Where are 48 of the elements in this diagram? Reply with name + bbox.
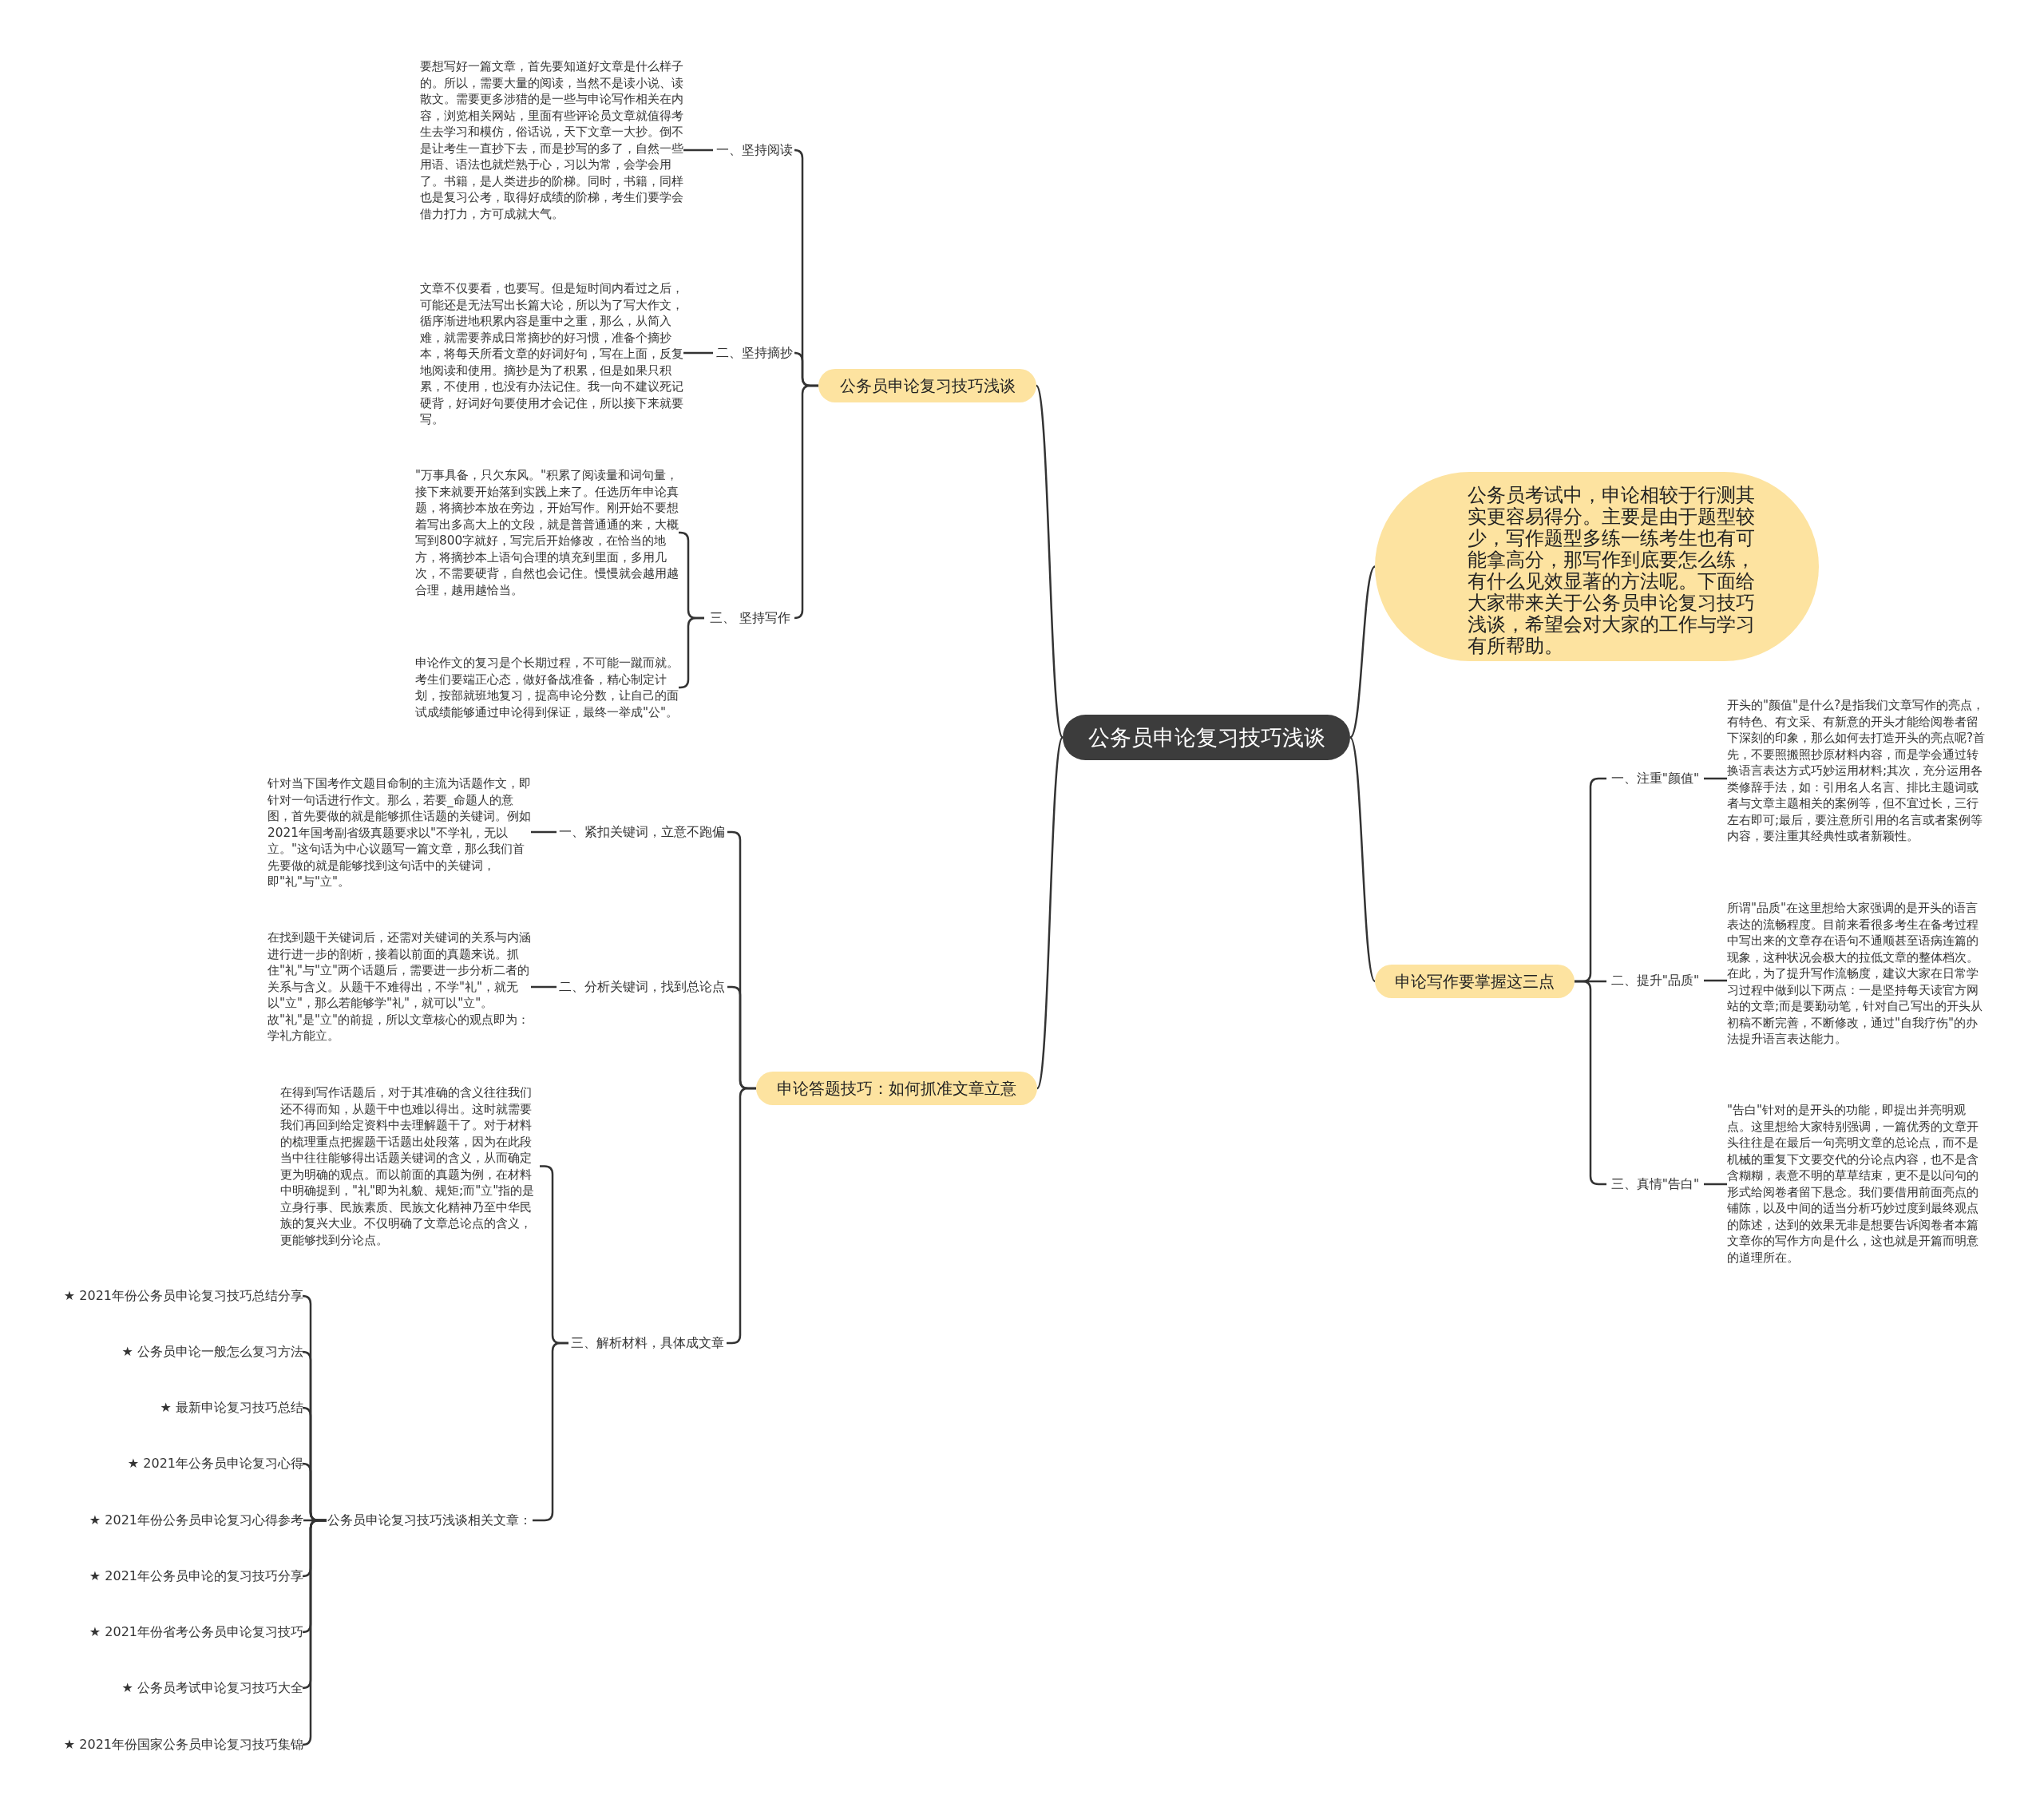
connector-line — [1035, 385, 1064, 738]
related-article-title: ★ 公务员申论一般怎么复习方法 — [32, 1343, 303, 1361]
paragraph-text: 所谓"品质"在这里想给大家强调的是开头的语言表达的流畅程度。目前来看很多考生在备考过程中写出来的文章存在语句不通顺甚至语病连篇的现象，这种状况会极大的拉低文章的整体档次。在此，为了提升写作流畅度，建议大家在日常学习过程中做到以下两点：一是坚持每天读官方网站的文章;而是要勤动笔，针对自己写出的开头从初稿不断完善，不断修改，通过"自我疗伤"的办法提升语言表达能力。 — [1727, 900, 1989, 1048]
connector-line — [1349, 565, 1376, 739]
subtopic-label: 三、 坚持写作 — [704, 609, 796, 627]
related-article-title: ★ 公务员考试申论复习技巧大全 — [32, 1679, 303, 1697]
branch-topic-pill: 申论答题技巧：如何抓准文章立意 — [756, 1072, 1037, 1105]
branch-topic-pill: 申论写作要掌握这三点 — [1375, 965, 1575, 998]
paragraph-text: 申论作文的复习是个长期过程，不可能一蹴而就。考生们要端正心态，做好备战准备，精心制定计划，按部就班地复习，提高申论分数，让自己的面试成绩能够通过申论得到保证，最终一举成"公"。 — [415, 655, 679, 720]
paragraph-text: "告白"针对的是开头的功能，即提出并亮明观点。这里想给大家特别强调，一篇优秀的文章开头往往是在最后一句亮明文章的总论点，而不是机械的重复下文要交代的分论点内容，也不是含含糊糊，表意不明的草草结束，更不是以问句的形式给阅卷者留下悬念。我们要借用前面亮点的铺陈，以及中间的适当分析巧妙过度到最终观点的陈述，达到的效果无非是想要告诉阅卷者本篇文章你的写作方向是什么，这也就是开篇而明意的道理所在。 — [1727, 1102, 1989, 1266]
connector-line — [1704, 979, 1727, 982]
related-article-title: ★ 2021年份公务员申论复习技巧总结分享 — [32, 1287, 303, 1305]
paragraph-text: 针对当下国考作文题目命制的主流为话题作文，即针对一句话进行作文。那么，若要_命题人的意图，首先要做的就是能够抓住话题的关键词。例如2021年国考副省级真题要求以"不学礼，无以立。"这句话为中心议题写一篇文章，那么我们首先要做的就是能够找到这句话中的关键词，即"礼"与"立"。 — [267, 775, 531, 890]
intro-bubble: 公务员考试中，申论相较于行测其实更容易得分。主要是由于题型较少，写作题型多练一练考生也有可能拿高分，那写作到底要怎么练，有什么见效显著的方法呢。下面给大家带来关于公务员申论复习技巧浅谈，希望会对大家的工作与学习有所帮助。 — [1375, 472, 1819, 661]
connector-line — [1036, 737, 1064, 1089]
paragraph-text: 要想写好一篇文章，首先要知道好文章是什么样子的。所以，需要大量的阅读，当然不是读小说、读散文。需要更多涉猎的是一些与申论写作相关在内容，浏览相关网站，里面有些评论员文章就值得考生去学习和模仿，俗话说，天下文章一大抄。倒不是让考生一直抄下去，而是抄写的多了，自然一些用语、语法也就烂熟于心，习以为常，会学会用了。书籍，是人类进步的阶梯。同时，书籍，同样也是复习公考，取得好成绩的阶梯，考生们要学会借力打力，方可成就大气。 — [420, 58, 683, 222]
subtopic-label: 二、坚持摘抄 — [713, 344, 796, 362]
related-article-title: ★ 2021年公务员申论复习心得 — [32, 1455, 303, 1472]
connector-line — [531, 830, 557, 834]
subtopic-label: 一、紧扣关键词，立意不跑偏 — [557, 823, 727, 841]
subtopic-label: 二、分析关键词，找到总论点 — [557, 978, 727, 996]
connector-line — [531, 985, 557, 989]
subtopic-label: 三、真情"告白" — [1606, 1175, 1704, 1193]
related-article-title: ★ 最新申论复习技巧总结 — [32, 1399, 303, 1417]
connector-line — [301, 1519, 327, 1746]
paragraph-text: 在找到题干关键词后，还需对关键词的关系与内涵进行进一步的剖析，接着以前面的真题来说。抓住"礼"与"立"两个话题后，需要进一步分析二者的关系与含义。从题干不难得出，不学"礼"，就无以"立"，那么若能够学"礼"，就可以"立"。故"礼"是"立"的前提，所以文章核心的观点即为：学礼方能立。 — [267, 929, 531, 1044]
paragraph-text: 在得到写作话题后，对于其准确的含义往往我们还不得而知，从题干中也难以得出。这时就需要我们再回到给定资料中去理解题干了。对于材料的梳理重点把握题干话题出处段落，因为在此段当中往往能够得出话题关键词的含义，从而确定更为明确的观点。而以前面的真题为例，在材料中明确提到，"礼"即为礼貌、规矩;而"立"指的是立身行事、民族素质、民族文化精神乃至中华民族的复兴大业。不仅明确了文章总论点的含义，更能够找到分论点。 — [280, 1084, 540, 1248]
subtopic-label: 一、注重"颜值" — [1606, 770, 1704, 787]
related-article-title: ★ 2021年份省考公务员申论复习技巧 — [32, 1623, 303, 1641]
related-article-title: ★ 2021年份国家公务员申论复习技巧集锦 — [32, 1736, 303, 1754]
paragraph-text: "万事具备，只欠东风。"积累了阅读量和词句量，接下来就要开始落到实践上来了。任选历年申论真题，将摘抄本放在旁边，开始写作。刚开始不要想着写出多高大上的文段，就是普普通通的来，大概写到800字就好，写完后开始修改，在恰当的地方，将摘抄本上语句合理的填充到里面，多用几次，不需要硬背，自然也会记住。慢慢就会越用越合理，越用越恰当。 — [415, 467, 679, 598]
connector-line — [1704, 777, 1727, 780]
branch-topic-pill: 公务员申论复习技巧浅谈 — [818, 369, 1036, 402]
subtopic-label: 二、提升"品质" — [1606, 972, 1704, 989]
subtopic-label: 一、坚持阅读 — [713, 141, 796, 159]
paragraph-text: 文章不仅要看，也要写。但是短时间内看过之后，可能还是无法写出长篇大论，所以为了写大作文，循序渐进地积累内容是重中之重，那么，从简入难，就需要养成日常摘抄的好习惯，准备个摘抄本，将每天所看文章的好词好句，写在上面，反复地阅读和使用。摘抄是为了积累，但是如果只积累，不使用，也没有办法记住。我一向不建议死记硬背，好词好句要使用才会记住，所以接下来就要写。 — [420, 280, 683, 428]
connector-line — [1704, 1183, 1727, 1186]
subtopic-label: 三、解析材料，具体成文章 — [568, 1334, 727, 1352]
central-topic-pill: 公务员申论复习技巧浅谈 — [1063, 715, 1350, 760]
connector-line — [793, 384, 818, 620]
connector-line — [1349, 736, 1377, 982]
connector-line — [683, 149, 713, 152]
connector-line — [683, 351, 713, 355]
subtopic-label: 公务员申论复习技巧浅谈相关文章： — [327, 1512, 533, 1529]
paragraph-text: 开头的"颜值"是什么?是指我们文章写作的亮点，有特色、有文采、有新意的开头才能给阅卷者留下深刻的印象，那么如何去打造开头的亮点呢?首先，不要照搬照抄原材料内容，而是学会通过转换语言表达方式巧妙运用材料;其次，充分运用各类修辞手法，如：引用名人名言、排比主题词或者与文章主题相关的案例等，但不宜过长，三行左右即可;最后，要注意所引用的名言或者案例等内容，要注重其经典性或者新颖性。 — [1727, 697, 1989, 845]
related-article-title: ★ 2021年公务员申论的复习技巧分享 — [32, 1567, 303, 1585]
related-article-title: ★ 2021年份公务员申论复习心得参考 — [32, 1512, 303, 1529]
connector-line — [679, 616, 704, 689]
